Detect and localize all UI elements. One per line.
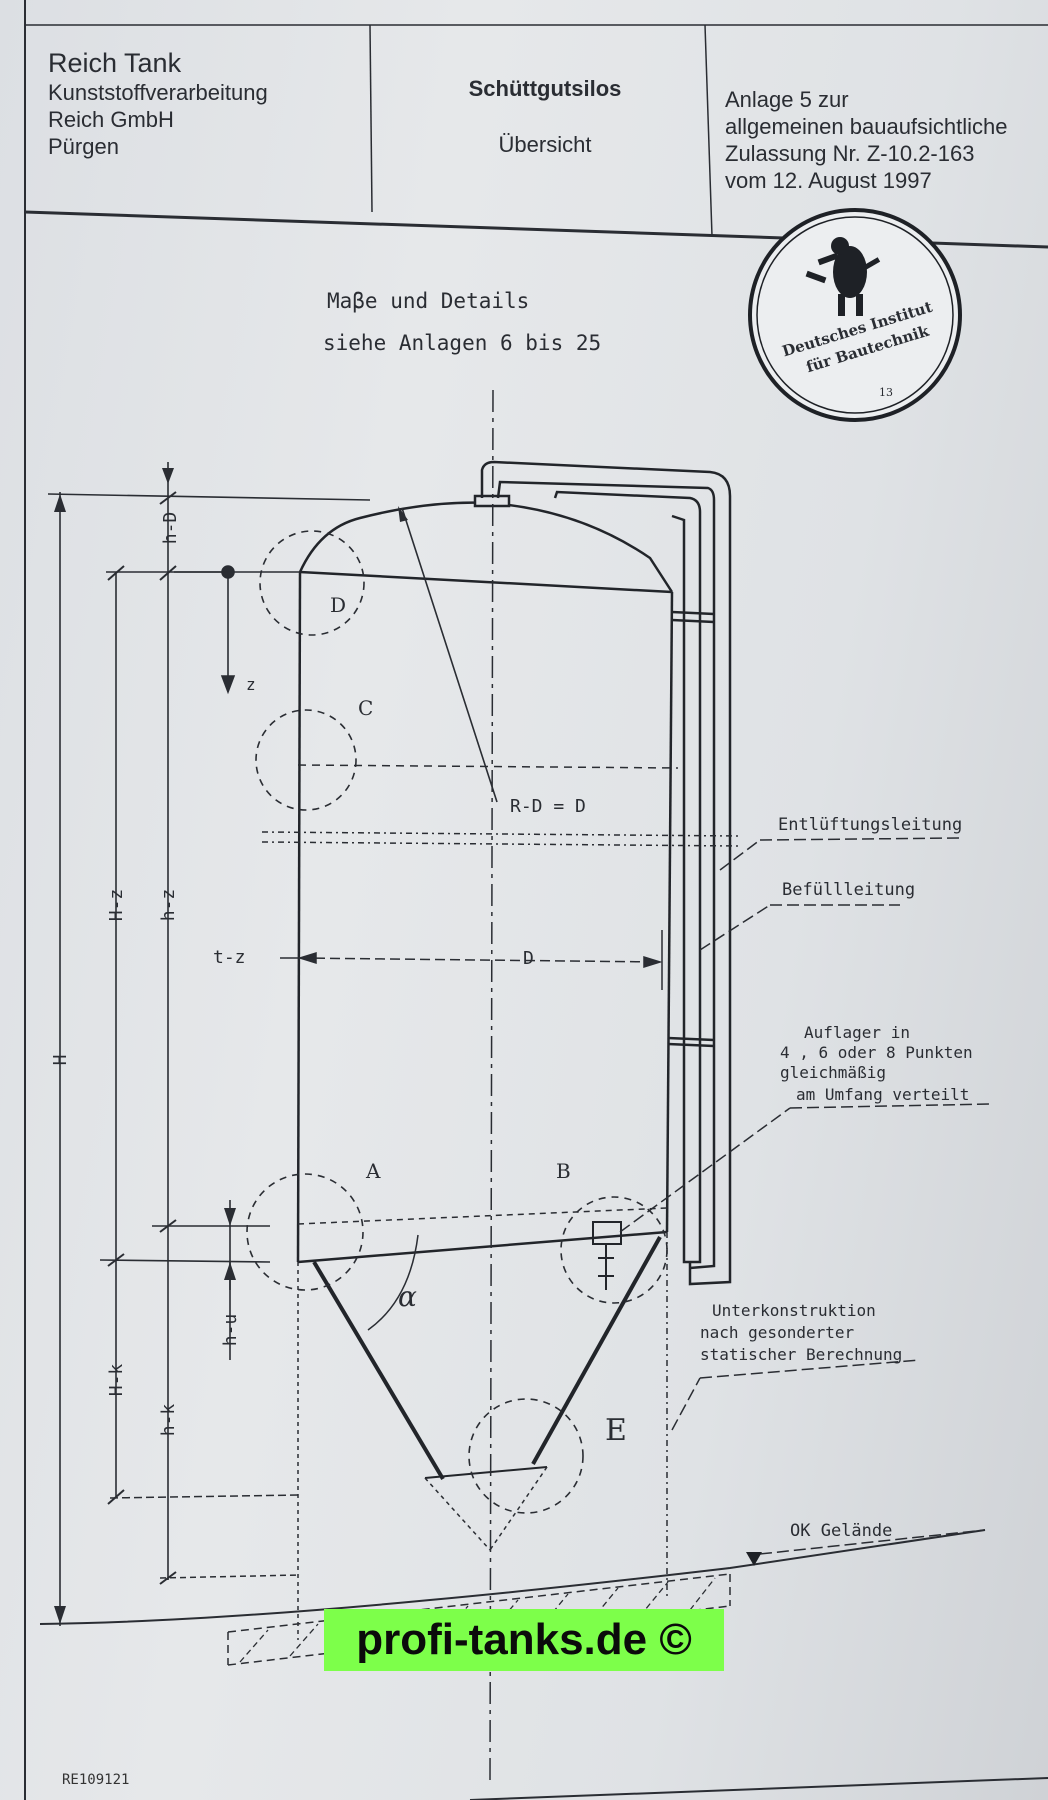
hd-arrow <box>162 468 174 484</box>
h-arrow-top <box>54 494 66 512</box>
detail-label-c: C <box>358 696 373 720</box>
callout-substructure-3: statischer Berechnung <box>700 1345 902 1364</box>
radius-label: R-D = D <box>510 796 586 817</box>
depth-axis-label: z <box>246 675 256 694</box>
dim-h-k-upper: H-k <box>106 1364 127 1397</box>
detail-label-d: D <box>330 593 346 617</box>
diameter-label: D <box>523 948 534 969</box>
wall-thickness-label: t-z <box>213 947 246 968</box>
ground-line <box>39 1529 986 1625</box>
radius-arrowhead <box>398 506 408 522</box>
approval-line-2: allgemeinen bauaufsichtliche <box>725 114 1008 139</box>
dim-h-z: h-z <box>158 889 179 922</box>
detail-label-b: B <box>556 1159 571 1183</box>
dibt-stamp: Deutsches Institut für Bautechnik 13 <box>748 208 962 422</box>
pipework <box>480 460 732 1286</box>
callout-substructure-1: Unterkonstruktion <box>712 1301 876 1320</box>
dimension-ticks <box>107 491 177 1585</box>
auxiliary-lines <box>109 764 741 1666</box>
drawing-subtitle: Übersicht <box>498 132 592 157</box>
company-line-1: Kunststoffverarbeitung <box>48 80 268 105</box>
silo-body <box>296 494 674 1481</box>
bear-emblem-icon <box>805 237 881 316</box>
approval-line-4: vom 12. August 1997 <box>725 168 932 193</box>
dim-h-k: h-k <box>158 1404 179 1437</box>
approval-line-3: Zulassung Nr. Z-10.2-163 <box>725 141 975 166</box>
company-block: Reich Tank Kunststoffverarbeitung Reich … <box>48 47 268 160</box>
h-arrow-bottom <box>54 1606 66 1624</box>
callout-support-4: am Umfang verteilt <box>796 1085 969 1104</box>
callout-ground: OK Gelände <box>790 1521 892 1541</box>
ground-level-marker <box>746 1552 762 1566</box>
radius-leader <box>401 507 498 803</box>
callout-support-1: Auflager in <box>804 1023 910 1042</box>
drawing-number: RE109121 <box>62 1772 130 1788</box>
stamp-number: 13 <box>879 386 893 399</box>
dimension-chains <box>47 462 371 1626</box>
company-line-2: Reich GmbH <box>48 107 174 132</box>
callout-leaders <box>619 837 991 1555</box>
center-line <box>489 389 494 1781</box>
depth-axis <box>174 565 300 695</box>
approval-block: Anlage 5 zur allgemeinen bauaufsichtlich… <box>725 86 1008 194</box>
hu-arrow-bottom <box>224 1262 236 1280</box>
angle-label: α <box>398 1280 417 1313</box>
note-line-1: Maβe und Details <box>327 289 529 313</box>
callout-vent: Entlüftungsleitung <box>778 815 962 835</box>
brand-watermark: profi-tanks.de © <box>324 1609 724 1671</box>
detail-circles <box>246 530 668 1514</box>
hu-arrow-top <box>224 1208 236 1226</box>
drawing-title: Schüttgutsilos <box>468 76 622 101</box>
support-detail <box>592 1221 622 1290</box>
callout-fill: Befüllleitung <box>782 880 915 900</box>
approval-line-1: Anlage 5 zur <box>725 87 849 112</box>
note-line-2: siehe Anlagen 6 bis 25 <box>323 331 601 355</box>
title-block: Schüttgutsilos Übersicht <box>380 76 710 158</box>
diameter-dimension <box>280 930 663 990</box>
dim-total-height: H <box>50 1055 71 1066</box>
angle-arc <box>367 1234 419 1331</box>
callout-substructure-2: nach gesonderter <box>700 1323 854 1342</box>
company-line-3: Pürgen <box>48 134 119 159</box>
dim-h-u: h-u <box>220 1314 241 1347</box>
company-name: Reich Tank <box>48 48 182 78</box>
callout-support-3: gleichmäßig <box>780 1063 886 1082</box>
callout-support-2: 4 , 6 oder 8 Punkten <box>780 1043 973 1062</box>
dim-h-z-upper: H-z <box>106 889 127 922</box>
detail-label-a: A <box>365 1159 381 1183</box>
detail-label-e: E <box>605 1413 627 1448</box>
dim-h-d: h-D <box>160 512 181 545</box>
